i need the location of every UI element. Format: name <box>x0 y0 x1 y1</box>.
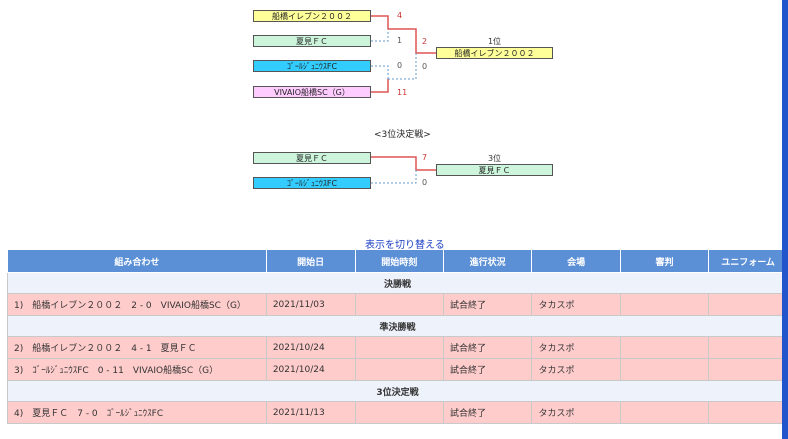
score-s1: 4 <box>397 11 403 20</box>
cell-referee <box>619 336 710 359</box>
third-score-a: 7 <box>422 153 428 162</box>
first-place-label: 1位 <box>487 37 502 46</box>
table-row[interactable]: 4) 夏見ＦＣ 7 - 0 ｺﾞｰﾙｼﾞｭﾆｳｽFC 2021/11/13 試合… <box>7 401 788 424</box>
cell-referee <box>619 293 710 316</box>
bracket-line <box>371 29 389 42</box>
bracket-team-1[interactable]: 船橋イレブン２００２ <box>253 10 371 22</box>
bracket-team-3[interactable]: ｺﾞｰﾙｼﾞｭﾆｳｽFC <box>253 60 371 72</box>
section-row: 決勝戦 <box>7 272 788 294</box>
col-header-date: 開始日 <box>265 249 356 273</box>
bracket-line <box>371 156 436 171</box>
col-header-uniform: ユニフォーム <box>708 249 788 273</box>
bracket-team-2[interactable]: 夏見ＦＣ <box>253 35 371 47</box>
third-team-1[interactable]: 夏見ＦＣ <box>253 152 371 164</box>
third-place-title: <3位決定戦> <box>374 130 431 140</box>
section-row: 準決勝戦 <box>7 315 788 337</box>
cell-status: 試合終了 <box>442 358 533 381</box>
cell-date: 2021/11/03 <box>265 293 356 316</box>
section-title: 決勝戦 <box>7 272 788 294</box>
cell-time <box>354 293 444 316</box>
bracket-line <box>371 170 417 184</box>
cell-venue: タカスポ <box>531 401 621 424</box>
cell-referee <box>619 401 710 424</box>
cell-venue: タカスポ <box>531 293 621 316</box>
cell-date: 2021/11/13 <box>265 401 356 424</box>
bracket-line <box>388 53 417 80</box>
bracket-lines <box>371 15 436 184</box>
third-score-b: 0 <box>422 178 428 187</box>
cell-uniform <box>708 293 788 316</box>
table-row[interactable]: 2) 船橋イレブン２００２ 4 - 1 夏見ＦＣ 2021/10/24 試合終了… <box>7 336 788 359</box>
page-scrollbar[interactable] <box>782 0 788 439</box>
table-header-row: 組み合わせ 開始日 開始時刻 進行状況 会場 審判 ユニフォーム <box>7 249 788 273</box>
cell-referee <box>619 358 710 381</box>
cell-status: 試合終了 <box>442 293 533 316</box>
bracket-line <box>371 15 389 29</box>
bracket-line <box>371 65 389 79</box>
cell-uniform <box>708 336 788 359</box>
bracket-team-4[interactable]: VIVAIO船橋SC（G） <box>253 86 371 98</box>
score-s2: 1 <box>397 36 403 45</box>
cell-status: 試合終了 <box>442 401 533 424</box>
cell-date: 2021/10/24 <box>265 336 356 359</box>
col-header-venue: 会場 <box>531 249 621 273</box>
col-header-status: 進行状況 <box>442 249 533 273</box>
cell-match[interactable]: 1) 船橋イレブン２００２ 2 - 0 VIVAIO船橋SC（G） <box>7 293 267 316</box>
third-place-label: 3位 <box>487 154 502 163</box>
section-title: 3位決定戦 <box>7 380 788 402</box>
table-row[interactable]: 1) 船橋イレブン２００２ 2 - 0 VIVAIO船橋SC（G） 2021/1… <box>7 293 788 316</box>
score-s3: 0 <box>397 61 403 70</box>
cell-match[interactable]: 2) 船橋イレブン２００２ 4 - 1 夏見ＦＣ <box>7 336 267 359</box>
score-f1: 2 <box>422 37 428 46</box>
cell-match[interactable]: 3) ｺﾞｰﾙｼﾞｭﾆｳｽFC 0 - 11 VIVAIO船橋SC（G） <box>7 358 267 381</box>
cell-time <box>354 358 444 381</box>
col-header-referee: 審判 <box>619 249 710 273</box>
cell-venue: タカスポ <box>531 336 621 359</box>
cell-status: 試合終了 <box>442 336 533 359</box>
section-row: 3位決定戦 <box>7 380 788 402</box>
cell-date: 2021/10/24 <box>265 358 356 381</box>
cell-match[interactable]: 4) 夏見ＦＣ 7 - 0 ｺﾞｰﾙｼﾞｭﾆｳｽFC <box>7 401 267 424</box>
tournament-bracket: 船橋イレブン２００２ 夏見ＦＣ ｺﾞｰﾙｼﾞｭﾆｳｽFC VIVAIO船橋SC（… <box>253 10 553 189</box>
first-place-team[interactable]: 船橋イレブン２００２ <box>436 47 553 59</box>
col-header-time: 開始時刻 <box>354 249 444 273</box>
col-header-match: 組み合わせ <box>7 249 267 273</box>
toggle-view-link[interactable]: 表示を切り替える <box>365 240 445 251</box>
third-place-team[interactable]: 夏見ＦＣ <box>436 164 553 176</box>
section-title: 準決勝戦 <box>7 315 788 337</box>
table-row[interactable]: 3) ｺﾞｰﾙｼﾞｭﾆｳｽFC 0 - 11 VIVAIO船橋SC（G） 202… <box>7 358 788 381</box>
third-team-2[interactable]: ｺﾞｰﾙｼﾞｭﾆｳｽFC <box>253 177 371 189</box>
cell-time <box>354 401 444 424</box>
cell-uniform <box>708 401 788 424</box>
bracket-line <box>371 79 389 93</box>
cell-uniform <box>708 358 788 381</box>
score-f2: 0 <box>422 62 428 71</box>
match-table: 組み合わせ 開始日 開始時刻 進行状況 会場 審判 ユニフォーム 決勝戦 1) … <box>7 249 788 424</box>
cell-time <box>354 336 444 359</box>
score-s4: 11 <box>397 88 408 97</box>
cell-venue: タカスポ <box>531 358 621 381</box>
bracket-line <box>388 28 436 54</box>
